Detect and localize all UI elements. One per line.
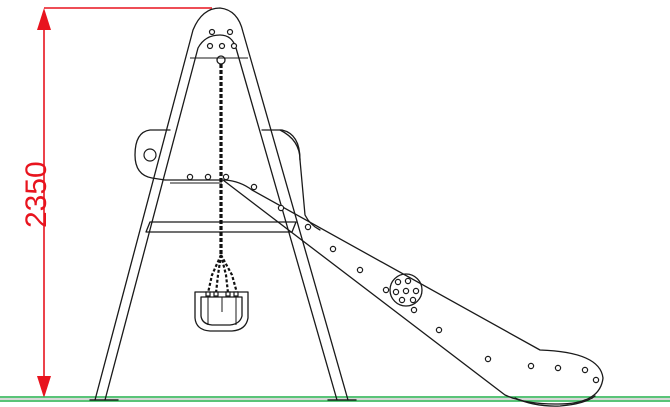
bolt-icon [277,204,285,212]
bolt-icon [435,326,443,334]
bolt-icon [581,366,589,374]
bolt-icon [304,223,312,231]
bolt-icon [218,42,226,50]
top-bolts [206,28,238,50]
side-panel [134,129,301,181]
bolt-icon [230,42,238,50]
slide-bolts [186,173,600,384]
bolt-icon [592,376,600,384]
a-frame [89,7,357,401]
swing-hanger-icon [216,55,226,65]
bolt-plate-icon [389,273,423,307]
bolt-icon [329,245,337,253]
crossbar [145,221,297,233]
height-dimension: 2350 [20,7,212,398]
bolt-icon [250,183,258,191]
slide-bolt-plate [389,273,423,314]
bolt-icon [554,364,562,372]
bolt-icon [226,28,234,36]
bolt-icon [186,173,194,181]
swing-seat [194,291,249,332]
bolt-icon [206,42,214,50]
ground-line [0,396,670,402]
slide [164,129,604,407]
bolt-icon [208,28,216,36]
bolt-icon [356,266,364,274]
bolt-icon [527,362,535,370]
swing-chain [206,55,239,294]
bolt-icon [222,173,230,181]
bolt-icon [484,355,492,363]
height-dimension-label: 2350 [20,161,53,228]
bolt-icon [204,173,212,181]
bolt-icon [382,286,390,294]
panel-hole-icon [143,148,157,162]
